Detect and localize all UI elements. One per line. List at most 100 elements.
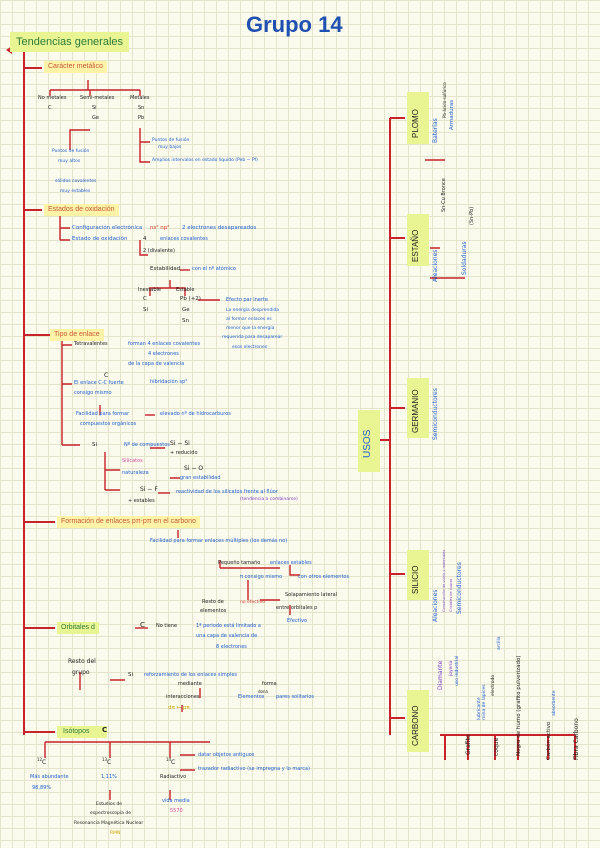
iso-c14m: 14 (166, 757, 172, 762)
carbono-f: Fibra Carbono (573, 718, 580, 760)
fo-f5: con otros elementos (298, 574, 350, 580)
metalico-fusion-top2: muy bajos (158, 145, 182, 150)
en-tetra3: 4 electrones (148, 351, 179, 357)
usos-carbono: CARBONO (411, 705, 420, 746)
fo-f7: Resto de (202, 599, 224, 605)
silicio-a: Aleaciones (432, 589, 439, 622)
ox-efecto3: al formar enlaces es (226, 317, 272, 322)
carbono-a2: joyería (449, 660, 454, 676)
metalico-fusion-top: Puntos de fusión (152, 138, 190, 143)
or-o4: una capa de valencia de (196, 633, 258, 639)
usos-germanio: GERMANIO (411, 389, 420, 433)
header-isotopos-c: C (102, 726, 108, 734)
en-reactividad2: (tendencia a combinarse) (240, 497, 298, 502)
en-hib: hibridación sp³ (150, 379, 188, 385)
iso-c14b: vida media (162, 798, 190, 804)
carbono-b4: mina de lapices (482, 684, 487, 720)
carbono-d: Negro de humo (grafito pulverizado) (516, 655, 522, 756)
fo-f10: entre orbitales p (276, 605, 318, 611)
en-facilidad3: compuestos orgánicos (80, 421, 137, 427)
fo-f1: Facilidad para formar enlaces múltiples … (150, 538, 288, 544)
metalico-fusion-left2: muy altos (58, 159, 81, 164)
ox-efecto6: esos electrones (232, 345, 268, 350)
metalico-col3: Metales (130, 95, 150, 101)
iso-c14c: 5570 (170, 808, 183, 814)
ox-estab-res: con el nº atómico (192, 266, 236, 272)
silicio-b: Semiconductores (456, 562, 463, 614)
en-cenlace2: consigo mismo (74, 390, 112, 396)
silicio-c: Construcción de vidrio y materiales (442, 549, 446, 612)
ox-i1: C (143, 296, 147, 302)
ox-i2: Si (143, 307, 149, 313)
metalico-amplios: Amplios intervalos en estado líquido (Pe… (152, 158, 258, 163)
estano-d: (Sn-Pb) (469, 206, 475, 225)
en-c: C (104, 372, 109, 379)
header-enlace: Tipo de enlace (50, 329, 104, 341)
usos-plomo: PLOMO (411, 109, 420, 138)
ox-config: Configuración electrónica (72, 225, 143, 231)
en-sif: Si − F (140, 486, 158, 493)
iso-c13m: 13 (102, 757, 108, 762)
carbono-c: coque (493, 737, 500, 756)
carbono-e: Carbón activo (546, 721, 552, 760)
metalico-col2: Semi-metales (80, 95, 115, 101)
ox-efecto5: requerida para desaparear (222, 335, 283, 340)
en-facilidad: Facilidad para formar (76, 411, 130, 417)
usos-silicio: SILICIO (411, 565, 420, 594)
or-resto2: grupo (72, 669, 90, 676)
metalico-fusion-left: Puntos de fusión (52, 149, 90, 154)
or-o9: forma (262, 681, 277, 687)
iso-c13b: Estudios de (96, 802, 123, 807)
ox-estable: Estable (176, 287, 195, 293)
or-o12: Elementos (238, 694, 265, 700)
ox-e2: Ge (182, 307, 190, 313)
metalico-sn: Sn (138, 105, 145, 111)
iso-c13d: Resonancia Magnética Nuclear (74, 821, 144, 826)
carbono-b: Grafito (465, 734, 472, 755)
ox-estabilidad: Estabilidad (150, 266, 181, 272)
en-silicatos: Silicatos (122, 458, 143, 464)
iso-d1: datar objetos antiguos (198, 752, 255, 758)
silicio-box (407, 550, 429, 600)
ox-estado2: 2 (divalente) (143, 248, 175, 254)
fo-f4: π consigo mismo (240, 574, 283, 580)
or-o5: 8 electrones (216, 644, 247, 650)
en-si: Si (92, 442, 98, 448)
iso-c12a: Más abundante (30, 774, 69, 780)
germanio-box (407, 378, 429, 438)
carbono-b3: electrodo (491, 674, 496, 696)
plomo-a: Baterías (432, 118, 439, 143)
carbono-a: Diamante (437, 660, 444, 690)
iso-c13e: RMN (110, 831, 121, 836)
metalico-c: C (48, 105, 52, 111)
en-tetra: Tetravalentes (74, 341, 108, 347)
en-sif2: + estables (128, 498, 155, 504)
fo-f9: no efectivo (240, 600, 266, 605)
estano-c: Soldaduras (461, 241, 468, 275)
en-tetra2: forman 4 enlaces covalentes (128, 341, 201, 347)
fo-f11: Efectivo (287, 618, 308, 624)
en-tetra4: de la capa de valencia (128, 361, 185, 367)
usos-estano: ESTAÑO (411, 229, 420, 262)
germanio-a: Semiconductores (432, 388, 439, 440)
en-sio2: gran estabilidad (180, 475, 221, 481)
or-o1: C (140, 621, 145, 629)
fo-f6: Solapamiento lateral (285, 592, 338, 598)
en-cenlace: El enlace C-C fuerte (74, 380, 124, 386)
iso-c14a: Radiactivo (160, 774, 187, 780)
plomo-c: Armaduras (449, 99, 455, 130)
ox-e3: Sn (182, 318, 189, 324)
ox-efecto4: menor que la energía (226, 326, 275, 331)
iso-c12m: 12 (37, 757, 43, 762)
page-title: Grupo 14 (246, 12, 343, 37)
en-reactividad: reactividad de los silicatos frente al f… (176, 489, 278, 495)
or-resto: Resto del (68, 658, 96, 665)
or-o3: 1ª periodo está limitado a (196, 623, 261, 629)
or-o14: dona (258, 689, 268, 694)
header-orbitales: Orbitales d (57, 622, 99, 634)
iso-c12: C (42, 759, 47, 766)
metalico-fusion-left4: muy estables (60, 189, 91, 194)
fo-f3: enlaces estables (270, 560, 312, 566)
or-o8: mediante (178, 681, 202, 687)
or-o13: pares solitarios (276, 694, 315, 700)
